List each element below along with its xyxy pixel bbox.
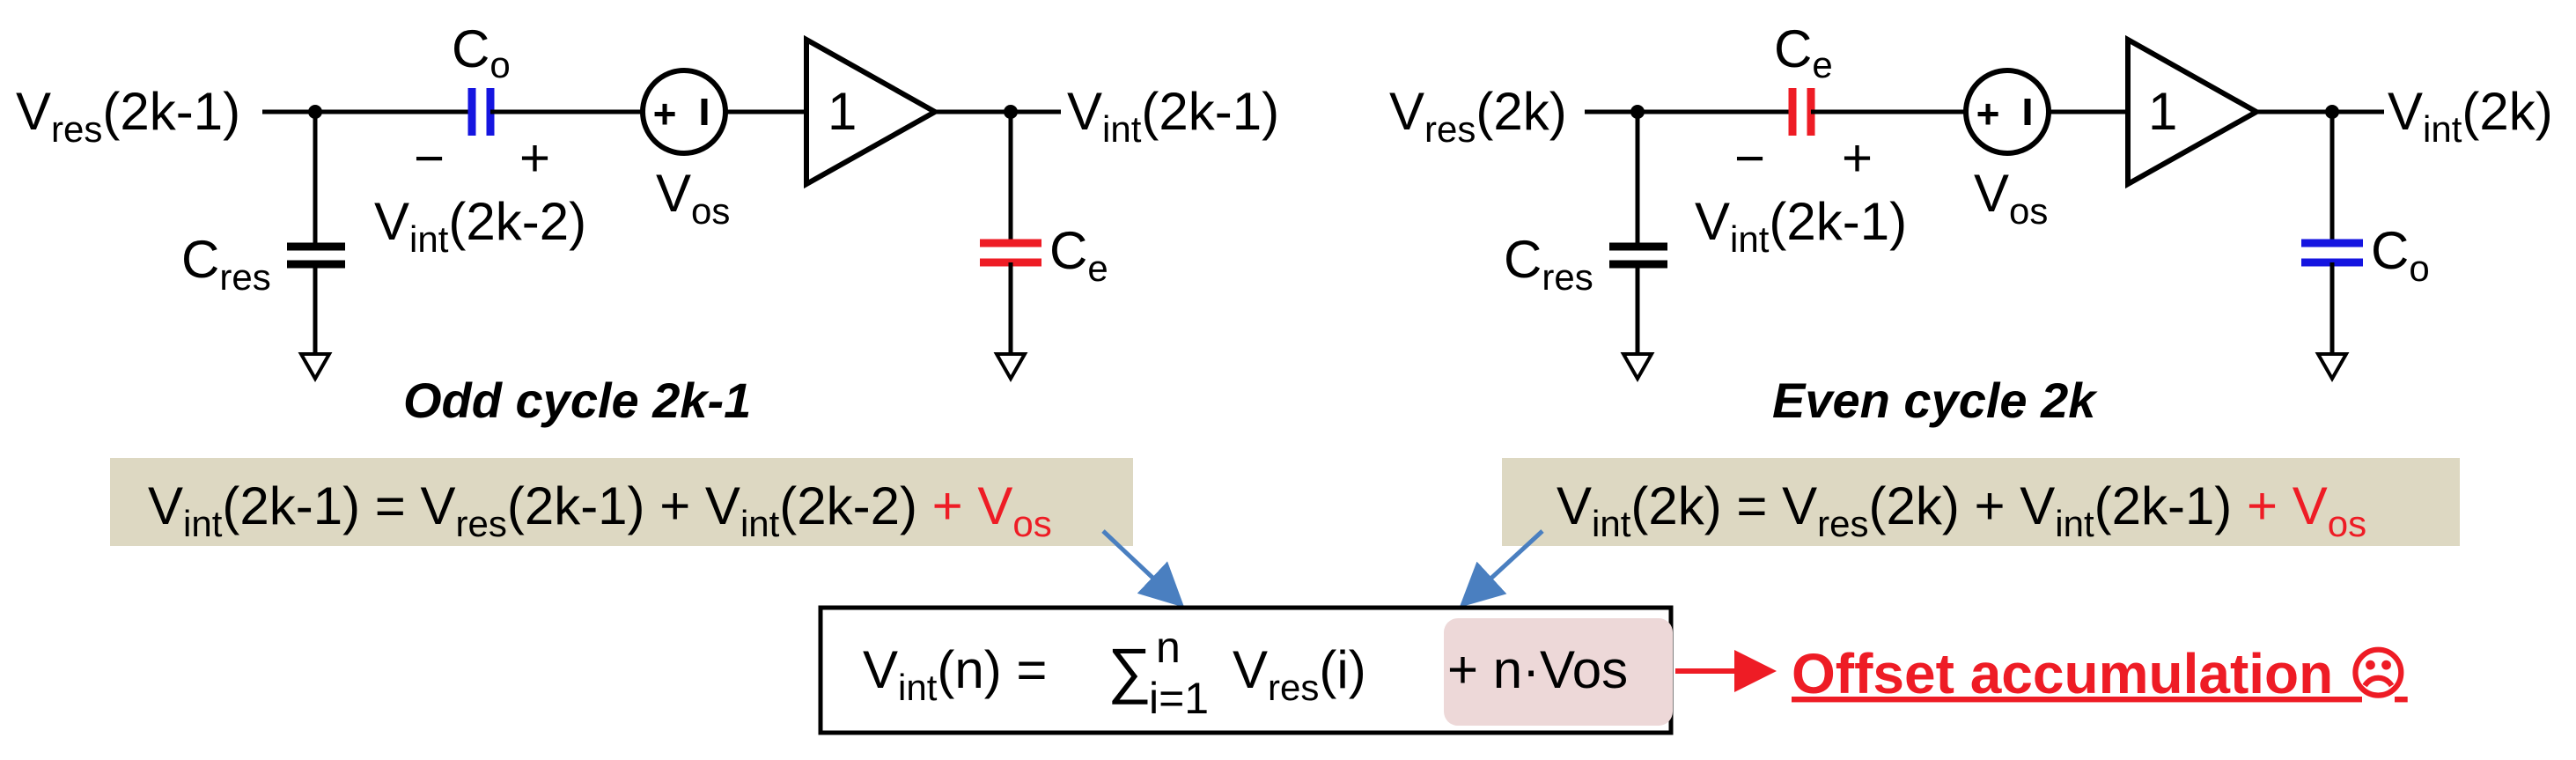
even-vos-label: Vos — [1974, 164, 2048, 232]
even-cycle-circuit: Vres(2k) Ce − + Vint(2k-1) + Vos 1 Vint(… — [1389, 19, 2553, 428]
odd-source-plus: + — [653, 91, 677, 137]
odd-vint-prev-label: Vint(2k-2) — [374, 192, 586, 260]
result-label: Offset accumulation ☹ — [1792, 642, 2408, 705]
offset-term-highlight — [1444, 618, 1673, 726]
even-source-plus: + — [1976, 91, 2000, 137]
odd-vos-label: Vos — [656, 164, 730, 232]
even-cap-plus: + — [1842, 129, 1873, 188]
even-buffer-gain: 1 — [2148, 82, 2177, 141]
odd-vres-label: Vres(2k-1) — [16, 82, 240, 150]
odd-cap-minus: − — [414, 129, 445, 188]
even-cres-ground-icon — [1620, 352, 1655, 383]
odd-cap-plus: + — [519, 129, 550, 188]
odd-output-label: Vint(2k-1) — [1067, 82, 1279, 150]
even-cres-label: Cres — [1504, 230, 1593, 298]
odd-buffer-gain: 1 — [828, 82, 857, 141]
even-series-cap-label: Ce — [1774, 19, 1833, 85]
final-sum-upper: n — [1156, 623, 1181, 672]
odd-equation-box — [110, 458, 1133, 546]
odd-to-sum-arrow — [1101, 529, 1185, 608]
even-equation-box — [1502, 458, 2460, 546]
odd-cres-label: Cres — [181, 230, 271, 298]
even-vint-prev-label: Vint(2k-1) — [1695, 192, 1907, 260]
odd-load-ground-icon — [993, 352, 1028, 383]
final-equation-lhs: Vint(n) = — [863, 640, 1047, 708]
even-output-label: Vint(2k) — [2388, 82, 2553, 150]
even-cap-minus: − — [1734, 129, 1765, 188]
even-equation: Vint(2k) = Vres(2k) + Vint(2k-1) + Vos — [1557, 476, 2366, 544]
final-sum-symbol: ∑ — [1108, 636, 1152, 705]
odd-series-cap-label: Co — [452, 19, 511, 85]
even-load-ground-icon — [2315, 352, 2350, 383]
final-sum-lower: i=1 — [1149, 674, 1209, 723]
even-unity-buffer — [2125, 34, 2263, 189]
final-equation-sum-term: Vres(i) — [1233, 640, 1366, 708]
odd-unity-buffer — [804, 34, 941, 189]
even-vres-label: Vres(2k) — [1389, 82, 1567, 150]
even-cycle-title: Even cycle 2k — [1772, 373, 2098, 428]
odd-equation: Vint(2k-1) = Vres(2k-1) + Vint(2k-2) + V… — [148, 476, 1052, 544]
even-to-sum-arrow — [1459, 529, 1544, 608]
even-load-label: Co — [2371, 221, 2430, 289]
odd-cres-ground-icon — [298, 352, 333, 383]
odd-cycle-circuit: Vres(2k-1) Co − + Vint(2k-2) + Vos 1 Vin… — [16, 19, 1279, 428]
final-offset-term: + n·Vos — [1447, 640, 1628, 699]
odd-load-label: Ce — [1049, 221, 1108, 289]
odd-cycle-title: Odd cycle 2k-1 — [403, 373, 751, 428]
